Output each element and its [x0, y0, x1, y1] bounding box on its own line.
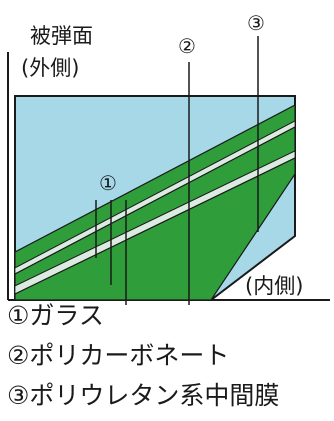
glass-marker-icon: ①	[99, 171, 117, 195]
inner-side-label: (内側)	[245, 274, 303, 298]
outer-side-label: (外側)	[21, 56, 79, 80]
legend-item-polycarbonate: ②ポリカーボネート	[7, 341, 230, 370]
glass-layer-bottom	[14, 157, 296, 301]
laminate-cross-section-diagram: 被弾面 (外側) (内側) ① ② ③	[7, 11, 330, 305]
legend-item-glass: ①ガラス	[7, 301, 104, 330]
impact-side-label: 被弾面	[30, 24, 93, 48]
polycarbonate-marker-icon: ②	[178, 34, 196, 58]
legend: ①ガラス ②ポリカーボネート ③ポリウレタン系中間膜	[7, 296, 334, 421]
laminated-glass-strip	[14, 104, 296, 301]
legend-item-interlayer: ③ポリウレタン系中間膜	[7, 381, 280, 410]
interlayer-marker-icon: ③	[247, 11, 265, 35]
